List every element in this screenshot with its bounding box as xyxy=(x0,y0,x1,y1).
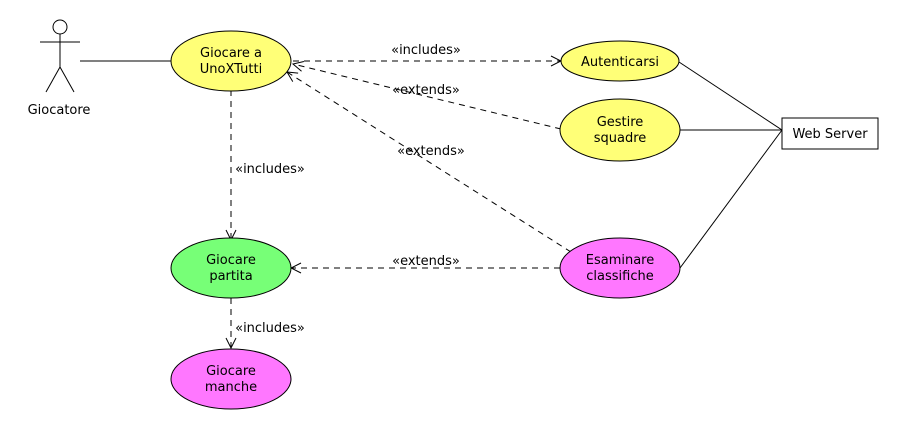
relation-includes-autenticarsi[interactable]: «includes» xyxy=(293,43,561,61)
usecase-label-line-2: partita xyxy=(209,269,252,284)
usecase-label-line-1: Giocare xyxy=(206,253,256,268)
system-web-server[interactable]: Web Server xyxy=(781,117,879,150)
relation-label: «extends» xyxy=(392,254,460,269)
relation-extends-esaminare-unox[interactable]: «extends» xyxy=(287,72,572,253)
usecase-label-line-1: Gestire xyxy=(597,115,644,130)
usecase-esaminare-classifiche[interactable]: Esaminare classifiche xyxy=(559,237,681,299)
association-esaminare-webserver xyxy=(679,129,783,269)
usecase-giocare-manche[interactable]: Giocare manche xyxy=(170,348,292,410)
relation-label: «extends» xyxy=(392,83,460,98)
association-autenticarsi-webserver xyxy=(678,61,783,131)
usecase-label-line-2: squadre xyxy=(594,131,647,146)
usecase-label-line-1: Esaminare xyxy=(586,253,655,268)
relation-label: «extends» xyxy=(397,144,465,159)
usecase-label-line-1: Giocare xyxy=(206,364,256,379)
usecase-giocare-partita[interactable]: Giocare partita xyxy=(170,237,292,299)
system-label: Web Server xyxy=(792,127,868,142)
stick-figure-icon xyxy=(40,19,80,93)
relation-extends-gestire[interactable]: «extends» xyxy=(293,64,562,130)
relation-label: «includes» xyxy=(391,43,461,58)
relation-label: «includes» xyxy=(235,162,305,177)
relation-includes-manche[interactable]: «includes» xyxy=(231,298,305,348)
usecase-autenticarsi[interactable]: Autenticarsi xyxy=(560,40,680,82)
usecase-gestire-squadre[interactable]: Gestire squadre xyxy=(559,98,681,162)
usecase-label-line-2: UnoXTutti xyxy=(200,62,262,77)
actor-label: Giocatore xyxy=(28,103,91,118)
relation-extends-esaminare-partita[interactable]: «extends» xyxy=(291,254,560,269)
usecase-label-line-2: manche xyxy=(205,380,257,395)
relation-label: «includes» xyxy=(235,321,305,336)
relation-includes-partita[interactable]: «includes» xyxy=(231,90,305,240)
actor-giocatore[interactable]: Giocatore xyxy=(28,19,91,118)
usecase-label-line-2: classifiche xyxy=(586,269,653,284)
usecase-giocare-unoxtutti[interactable]: Giocare a UnoXTutti xyxy=(170,30,292,92)
usecase-label-line-1: Giocare a xyxy=(200,46,262,61)
usecase-label: Autenticarsi xyxy=(581,55,659,70)
